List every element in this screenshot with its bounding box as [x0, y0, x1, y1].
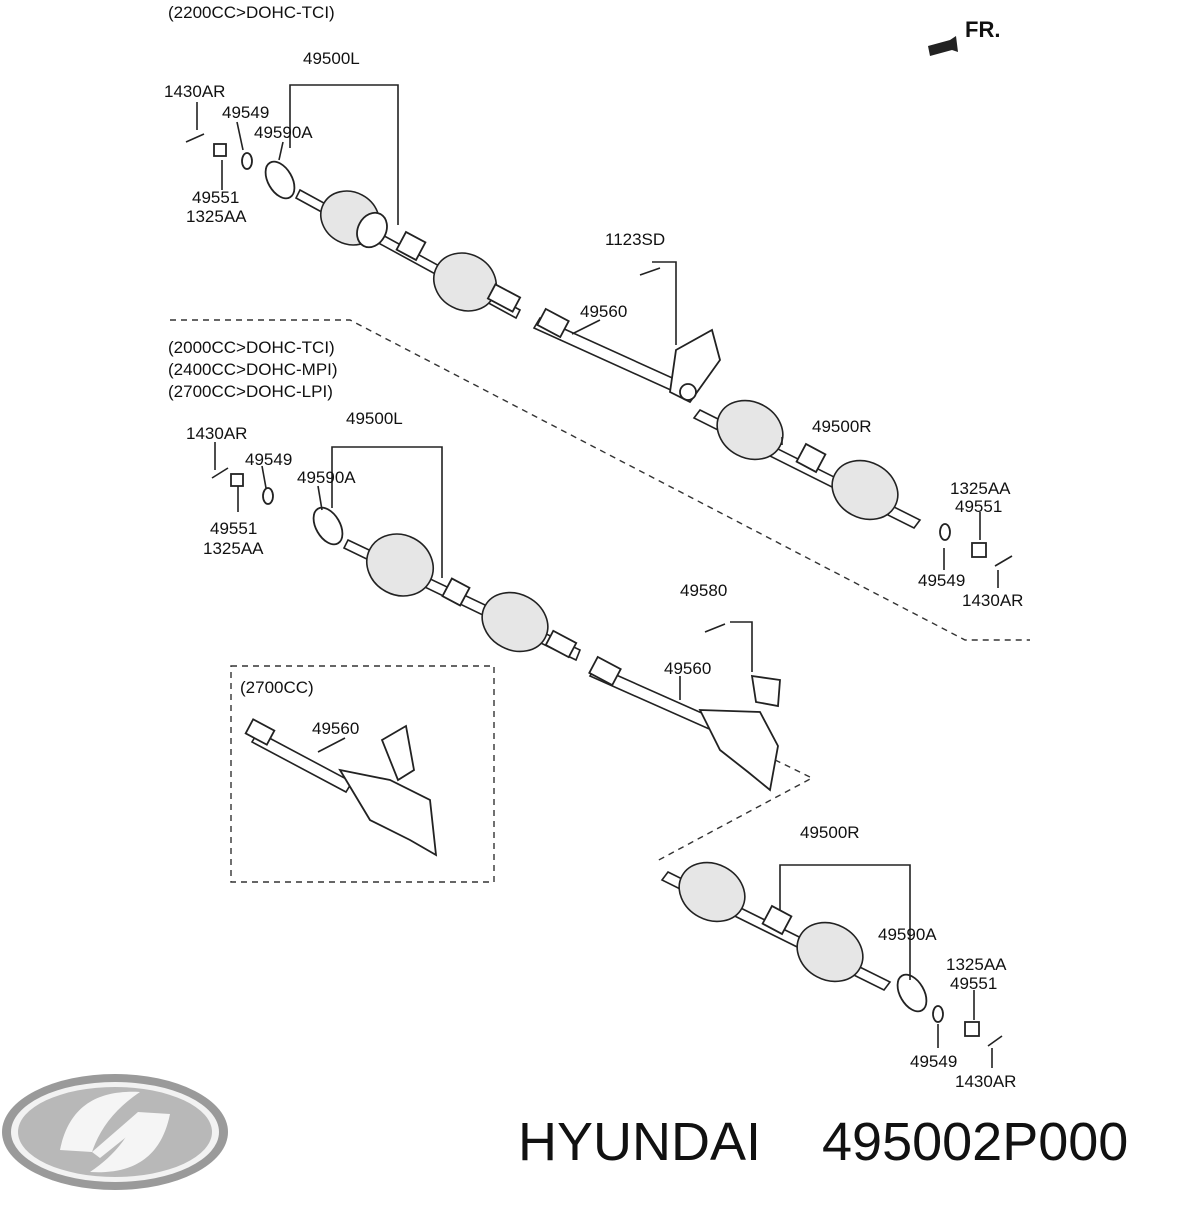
drive-shaft-bottom-right [660, 861, 1003, 1047]
intermediate-shaft-variant [244, 718, 438, 857]
label-49590A-mid: 49590A [297, 468, 356, 487]
leader-lines-bottom [779, 864, 993, 1068]
label-49560-variant: 49560 [312, 719, 359, 738]
label-1325AA-top-right: 1325AA [950, 479, 1011, 498]
label-1430AR-top: 1430AR [164, 82, 225, 101]
label-49549-top-right: 49549 [918, 571, 965, 590]
label-49551-top: 49551 [192, 188, 239, 207]
label-49551-bottom: 49551 [950, 974, 997, 993]
label-1325AA-mid: 1325AA [203, 539, 264, 558]
label-49500R-top: 49500R [812, 417, 872, 436]
drive-shaft-top-right [692, 399, 1013, 567]
label-49551-top-right: 49551 [955, 497, 1002, 516]
label-49580: 49580 [680, 581, 727, 600]
group-label-top: (2200CC>DOHC-TCI) [168, 3, 335, 22]
fasteners-mid-left [211, 467, 274, 505]
drive-shaft-top-left [264, 160, 522, 320]
label-1430AR-top-right: 1430AR [962, 591, 1023, 610]
label-1430AR-mid: 1430AR [186, 424, 247, 443]
label-49549-bottom: 49549 [910, 1052, 957, 1071]
section-divider [170, 319, 1030, 641]
intermediate-shaft-mid [588, 623, 781, 792]
label-49500R-bottom: 49500R [800, 823, 860, 842]
group-label-mid-3: (2700CC>DOHC-LPI) [168, 382, 333, 401]
label-49500L-mid: 49500L [346, 409, 403, 428]
label-49551-mid: 49551 [210, 519, 257, 538]
hyundai-logo-icon [2, 1074, 228, 1190]
leader-lines-mid [214, 442, 753, 700]
drive-shaft-mid-left [312, 506, 582, 662]
group-label-mid-2: (2400CC>DOHC-MPI) [168, 360, 338, 379]
part-number: 495002P000 [822, 1112, 1128, 1172]
fasteners-top-left [185, 133, 253, 170]
continuation-link [654, 754, 814, 863]
label-49549-top: 49549 [222, 103, 269, 122]
label-49560-mid: 49560 [664, 659, 711, 678]
group-label-mid-1: (2000CC>DOHC-TCI) [168, 338, 335, 357]
label-49549-mid: 49549 [245, 450, 292, 469]
label-1325AA-bottom: 1325AA [946, 955, 1007, 974]
label-49560-top: 49560 [580, 302, 627, 321]
label-49590A-top: 49590A [254, 123, 313, 142]
label-49500L-top: 49500L [303, 49, 360, 68]
label-1430AR-bottom: 1430AR [955, 1072, 1016, 1091]
label-49590A-bottom: 49590A [878, 925, 937, 944]
front-arrow-icon [928, 36, 958, 56]
front-direction-label: FR. [965, 17, 1000, 42]
label-1123SD: 1123SD [605, 230, 665, 249]
brand-name: HYUNDAI [518, 1112, 761, 1172]
intermediate-shaft-top [532, 267, 721, 404]
group-label-box: (2700CC) [240, 678, 314, 697]
variant-box [230, 665, 495, 883]
leader-line-variant [317, 737, 346, 753]
label-1325AA-top: 1325AA [186, 207, 247, 226]
leader-lines-top [196, 84, 999, 588]
